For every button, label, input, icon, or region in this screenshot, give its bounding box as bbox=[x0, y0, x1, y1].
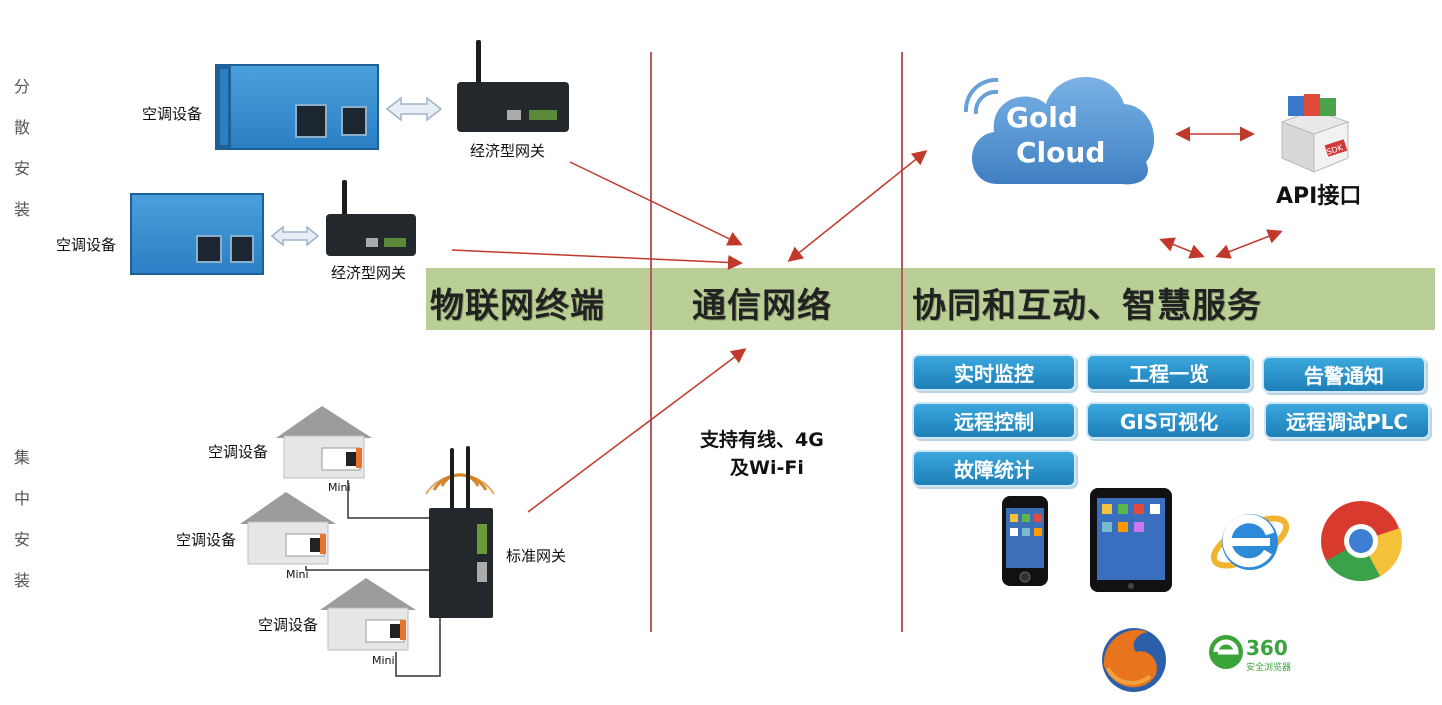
band-title-network: 通信网络 bbox=[692, 286, 832, 326]
ac-label-2: 空调设备 bbox=[56, 236, 117, 254]
port bbox=[366, 238, 378, 247]
mini-label-2: Mini bbox=[286, 568, 309, 581]
economy-gateway-2 bbox=[326, 214, 416, 256]
brand-360-subtitle: 安全浏览器 bbox=[1246, 663, 1292, 673]
cloud-line1: Gold bbox=[1006, 101, 1078, 134]
service-realtime-monitor-button[interactable]: 实时监控 bbox=[912, 354, 1076, 391]
ac-vent bbox=[341, 106, 367, 136]
layer-band bbox=[426, 268, 1435, 330]
arrow-standard-network bbox=[527, 348, 747, 513]
chrome-browser-icon bbox=[1321, 501, 1402, 581]
divider-right bbox=[901, 52, 903, 632]
band-title-terminal: 物联网终端 bbox=[430, 286, 605, 326]
network-note-line1: 支持有线、4G bbox=[700, 429, 824, 451]
port bbox=[477, 524, 487, 554]
side-label-char: 散 bbox=[13, 118, 30, 137]
double-arrow-icon bbox=[270, 225, 320, 247]
ac-label-3: 空调设备 bbox=[208, 443, 269, 461]
iphone-icon bbox=[1002, 496, 1048, 586]
service-remote-control-button[interactable]: 远程控制 bbox=[912, 402, 1076, 439]
side-label-char: 装 bbox=[13, 571, 30, 590]
side-label-char: 集 bbox=[13, 448, 30, 467]
economy-gateway-label-1: 经济型网关 bbox=[470, 142, 546, 160]
port bbox=[477, 562, 487, 582]
standard-gateway-label: 标准网关 bbox=[506, 547, 567, 565]
side-label-centralized: 集 中 安 装 bbox=[12, 437, 32, 601]
band-title-service: 协同和互动、智慧服务 bbox=[912, 286, 1262, 326]
port bbox=[384, 238, 406, 247]
api-label: API接口 bbox=[1276, 184, 1362, 209]
double-arrow-icon bbox=[385, 96, 443, 122]
wifi-signal-icon bbox=[425, 473, 495, 495]
side-label-char: 安 bbox=[13, 530, 30, 549]
service-alarm-notify-button[interactable]: 告警通知 bbox=[1262, 356, 1426, 393]
ie-browser-icon bbox=[1210, 514, 1290, 570]
ac-unit-2 bbox=[130, 193, 264, 275]
antenna bbox=[476, 40, 481, 88]
ac-label-1: 空调设备 bbox=[142, 105, 203, 123]
antenna bbox=[342, 180, 347, 220]
economy-gateway-1 bbox=[457, 82, 569, 132]
network-note-line2: 及Wi-Fi bbox=[730, 457, 804, 479]
side-label-char: 分 bbox=[13, 77, 30, 96]
ac-vent bbox=[196, 235, 222, 263]
antenna bbox=[466, 446, 470, 518]
port bbox=[529, 110, 557, 120]
service-fault-statistics-button[interactable]: 故障统计 bbox=[912, 450, 1076, 487]
ac-label-4: 空调设备 bbox=[176, 531, 237, 549]
arrow-network-cloud bbox=[787, 150, 928, 262]
side-label-char: 中 bbox=[13, 489, 30, 508]
ipad-icon bbox=[1090, 488, 1172, 592]
arrow-gateway1-network bbox=[569, 161, 743, 246]
sdk-box-icon: SDK bbox=[1280, 94, 1350, 173]
ac-label-5: 空调设备 bbox=[258, 616, 319, 634]
firefox-browser-icon bbox=[1102, 628, 1166, 692]
side-label-distributed: 分 散 安 装 bbox=[12, 66, 32, 230]
ac-vent bbox=[230, 235, 254, 263]
economy-gateway-label-2: 经济型网关 bbox=[331, 264, 407, 282]
arrow-gateway2-network bbox=[451, 249, 743, 270]
standard-gateway bbox=[429, 508, 493, 618]
side-label-char: 安 bbox=[13, 159, 30, 178]
house-icon bbox=[240, 492, 336, 565]
ac-vent bbox=[295, 104, 327, 138]
arrow-cloud-band bbox=[1159, 237, 1205, 259]
antenna bbox=[450, 448, 454, 518]
side-label-char: 装 bbox=[13, 200, 30, 219]
service-remote-debug-plc-button[interactable]: 远程调试PLC bbox=[1264, 402, 1430, 439]
house-icon bbox=[276, 406, 372, 479]
cloud-line2: Cloud bbox=[1016, 136, 1106, 169]
service-gis-visual-button[interactable]: GIS可视化 bbox=[1086, 402, 1252, 439]
ac-unit-1 bbox=[215, 64, 379, 150]
mini-label-1: Mini bbox=[328, 481, 351, 494]
port bbox=[507, 110, 521, 120]
gold-cloud-icon bbox=[963, 76, 1155, 185]
brand-360-number: 360 bbox=[1246, 636, 1288, 660]
arrow-api-band bbox=[1215, 229, 1283, 259]
360-browser-icon bbox=[1209, 635, 1243, 669]
divider-left bbox=[650, 52, 652, 632]
service-project-overview-button[interactable]: 工程一览 bbox=[1086, 354, 1252, 391]
ac-frame bbox=[217, 66, 231, 148]
mini-label-3: Mini bbox=[372, 654, 395, 667]
house-icon bbox=[320, 578, 416, 651]
